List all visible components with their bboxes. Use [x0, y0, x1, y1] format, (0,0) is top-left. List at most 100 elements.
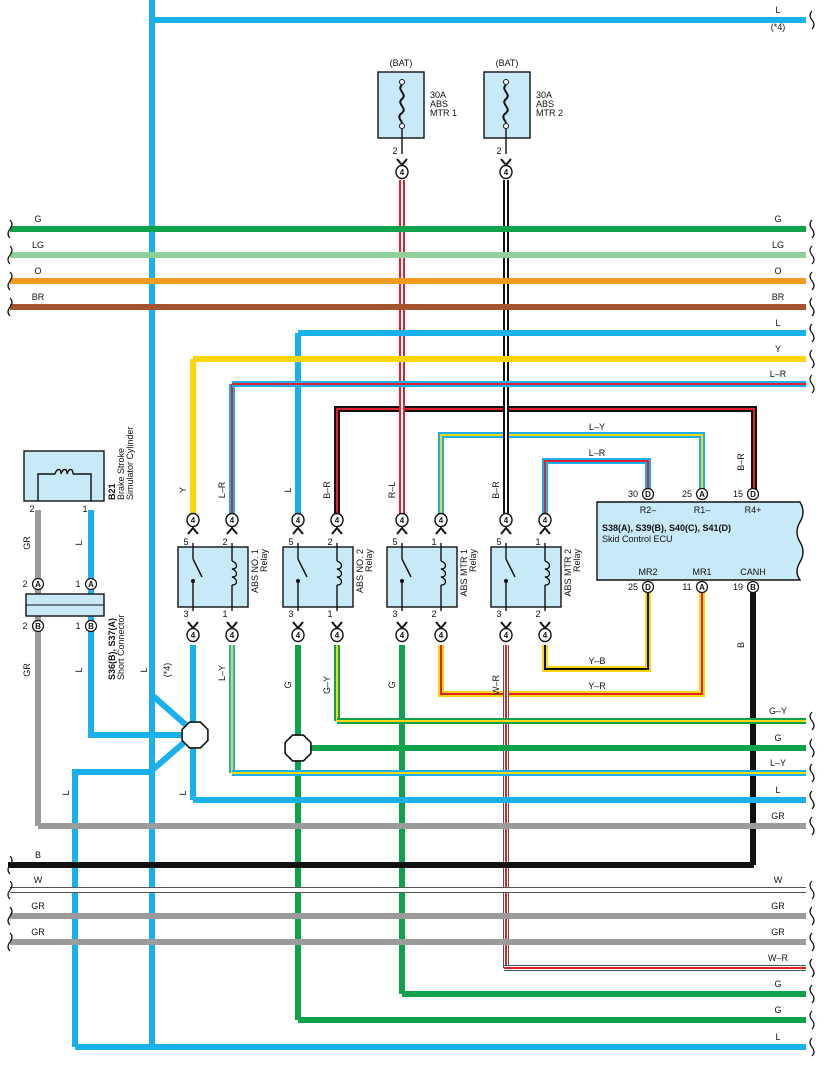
wire-break-mark [7, 219, 13, 239]
short-connector-pin [84, 577, 98, 591]
connector-chevron [331, 526, 343, 535]
relay-pin-number: 2 [431, 609, 436, 619]
relay-connector-bottom [186, 627, 200, 643]
relay-connector-top-number: 4 [335, 516, 340, 525]
short-connector-code: S36(B), S37(A) [107, 618, 117, 680]
wire-color-label: Y–B [588, 656, 605, 666]
sensor-pin-number: 1 [82, 504, 87, 514]
skid-control-ecu [596, 501, 804, 581]
bus-label-right: G [774, 214, 781, 224]
wire-break-mark [809, 711, 815, 731]
relay-connector-top-number: 4 [400, 516, 405, 525]
relay-connector-bottom [330, 627, 344, 643]
ecu-pin-number: 25 [682, 489, 692, 499]
wire-break-mark [7, 932, 13, 952]
relay-connector-bottom [499, 627, 513, 643]
wire-break-mark [809, 816, 815, 836]
wire-break-mark [809, 349, 815, 369]
bus-label-right: Y [775, 344, 781, 354]
wire-color-label: L [283, 487, 293, 492]
connector-chevron [292, 621, 304, 630]
bus-label-right: G [774, 733, 781, 743]
wire-break-mark [809, 763, 815, 783]
relay-label: ABS NO. 2 [355, 549, 365, 593]
bus-label-right: W [774, 875, 783, 885]
ecu-title: S38(A), S39(B), S40(C), S41(D) [602, 523, 731, 533]
bus-sub-label: (*4) [771, 22, 786, 32]
wire-break-mark [809, 219, 815, 239]
wire-break-mark [809, 984, 815, 1004]
wire-break-mark [809, 790, 815, 810]
wire-color-label: L [74, 667, 84, 672]
relay-connector-bottom [291, 627, 305, 643]
bus-label-right: L–R [770, 369, 787, 379]
bus-label-right: L [775, 318, 780, 328]
short-connector-pin-letter: B [88, 622, 94, 631]
bus-label-left: BR [32, 292, 45, 302]
ecu-bottom-pin-letter: A [699, 583, 705, 592]
bus-label-right: BR [772, 292, 785, 302]
wire-break-mark [7, 880, 13, 900]
ecu-top-pin [641, 487, 655, 501]
relay-connector-bottom [538, 627, 552, 643]
connector-chevron [539, 526, 551, 535]
fuse-bat-label: (BAT) [390, 58, 413, 68]
short-pin-number: 2 [22, 621, 27, 631]
wire-color-label: G [283, 681, 293, 688]
fuse-terminal [503, 79, 509, 85]
wire-color-label: L [139, 667, 149, 672]
wires-layer [35, 0, 757, 1047]
wire-color-label: L–Y [589, 422, 605, 432]
wire-l-sensor [88, 510, 185, 738]
relay-abs-no-1 [177, 546, 249, 608]
wire-color-label: L–R [589, 448, 606, 458]
connector-chevron [500, 526, 512, 535]
ecu-bottom-pin [641, 580, 655, 594]
connector-chevron [226, 526, 238, 535]
relay-switch-node [296, 579, 300, 583]
wire-color-label: G [387, 681, 397, 688]
relay-label: Relay [468, 549, 478, 573]
wire-break-mark [809, 932, 815, 952]
fuse-rating-label: ABS [430, 99, 448, 109]
wire-break-mark [809, 271, 815, 291]
short-connector-pin-letter: A [35, 580, 41, 589]
bus-label-left: G [34, 214, 41, 224]
relay-pin-number: 1 [222, 609, 227, 619]
relay-connector-bottom-number: 4 [335, 631, 340, 640]
wire-break-mark [809, 880, 815, 900]
relay-pin-number: 3 [288, 609, 293, 619]
wire-break-mark [7, 245, 13, 265]
ecu-top-pin [746, 487, 760, 501]
relay-switch-contact [401, 558, 412, 578]
wire-color-label: L–Y [217, 665, 227, 681]
bus-label-right: GR [771, 927, 785, 937]
fuse-connector [395, 164, 409, 180]
connector-chevron [396, 526, 408, 535]
bus-label-left: LG [32, 240, 44, 250]
ecu-bottom-pin [746, 580, 760, 594]
connector-chevron [500, 621, 512, 630]
short-connector-pin [84, 619, 98, 633]
relay-connector-bottom [395, 627, 409, 643]
relay-connector-top-number: 4 [543, 516, 548, 525]
connector-chevron [187, 526, 199, 535]
wire-color-label: B [736, 642, 746, 648]
fuse-terminal [399, 123, 405, 129]
ecu-pin-number: 25 [628, 582, 638, 592]
relay-connector-bottom-number: 4 [543, 631, 548, 640]
relay-switch-node [504, 579, 508, 583]
connector-chevron [500, 158, 512, 167]
connector-chevron [435, 526, 447, 535]
ecu-bottom-pin [695, 580, 709, 594]
wire-break-mark [809, 245, 815, 265]
bus-label-right: G [774, 1005, 781, 1015]
bus-label-left: B [35, 850, 41, 860]
relay-connector-top-number: 4 [439, 516, 444, 525]
fuse-element-icon [398, 84, 405, 124]
wire-break-mark [809, 297, 815, 317]
relay-pin-number: 2 [535, 609, 540, 619]
relay-switch-contact [505, 558, 516, 578]
fuse-rating-label: 30A [430, 90, 446, 100]
relay-label: Relay [572, 549, 582, 573]
